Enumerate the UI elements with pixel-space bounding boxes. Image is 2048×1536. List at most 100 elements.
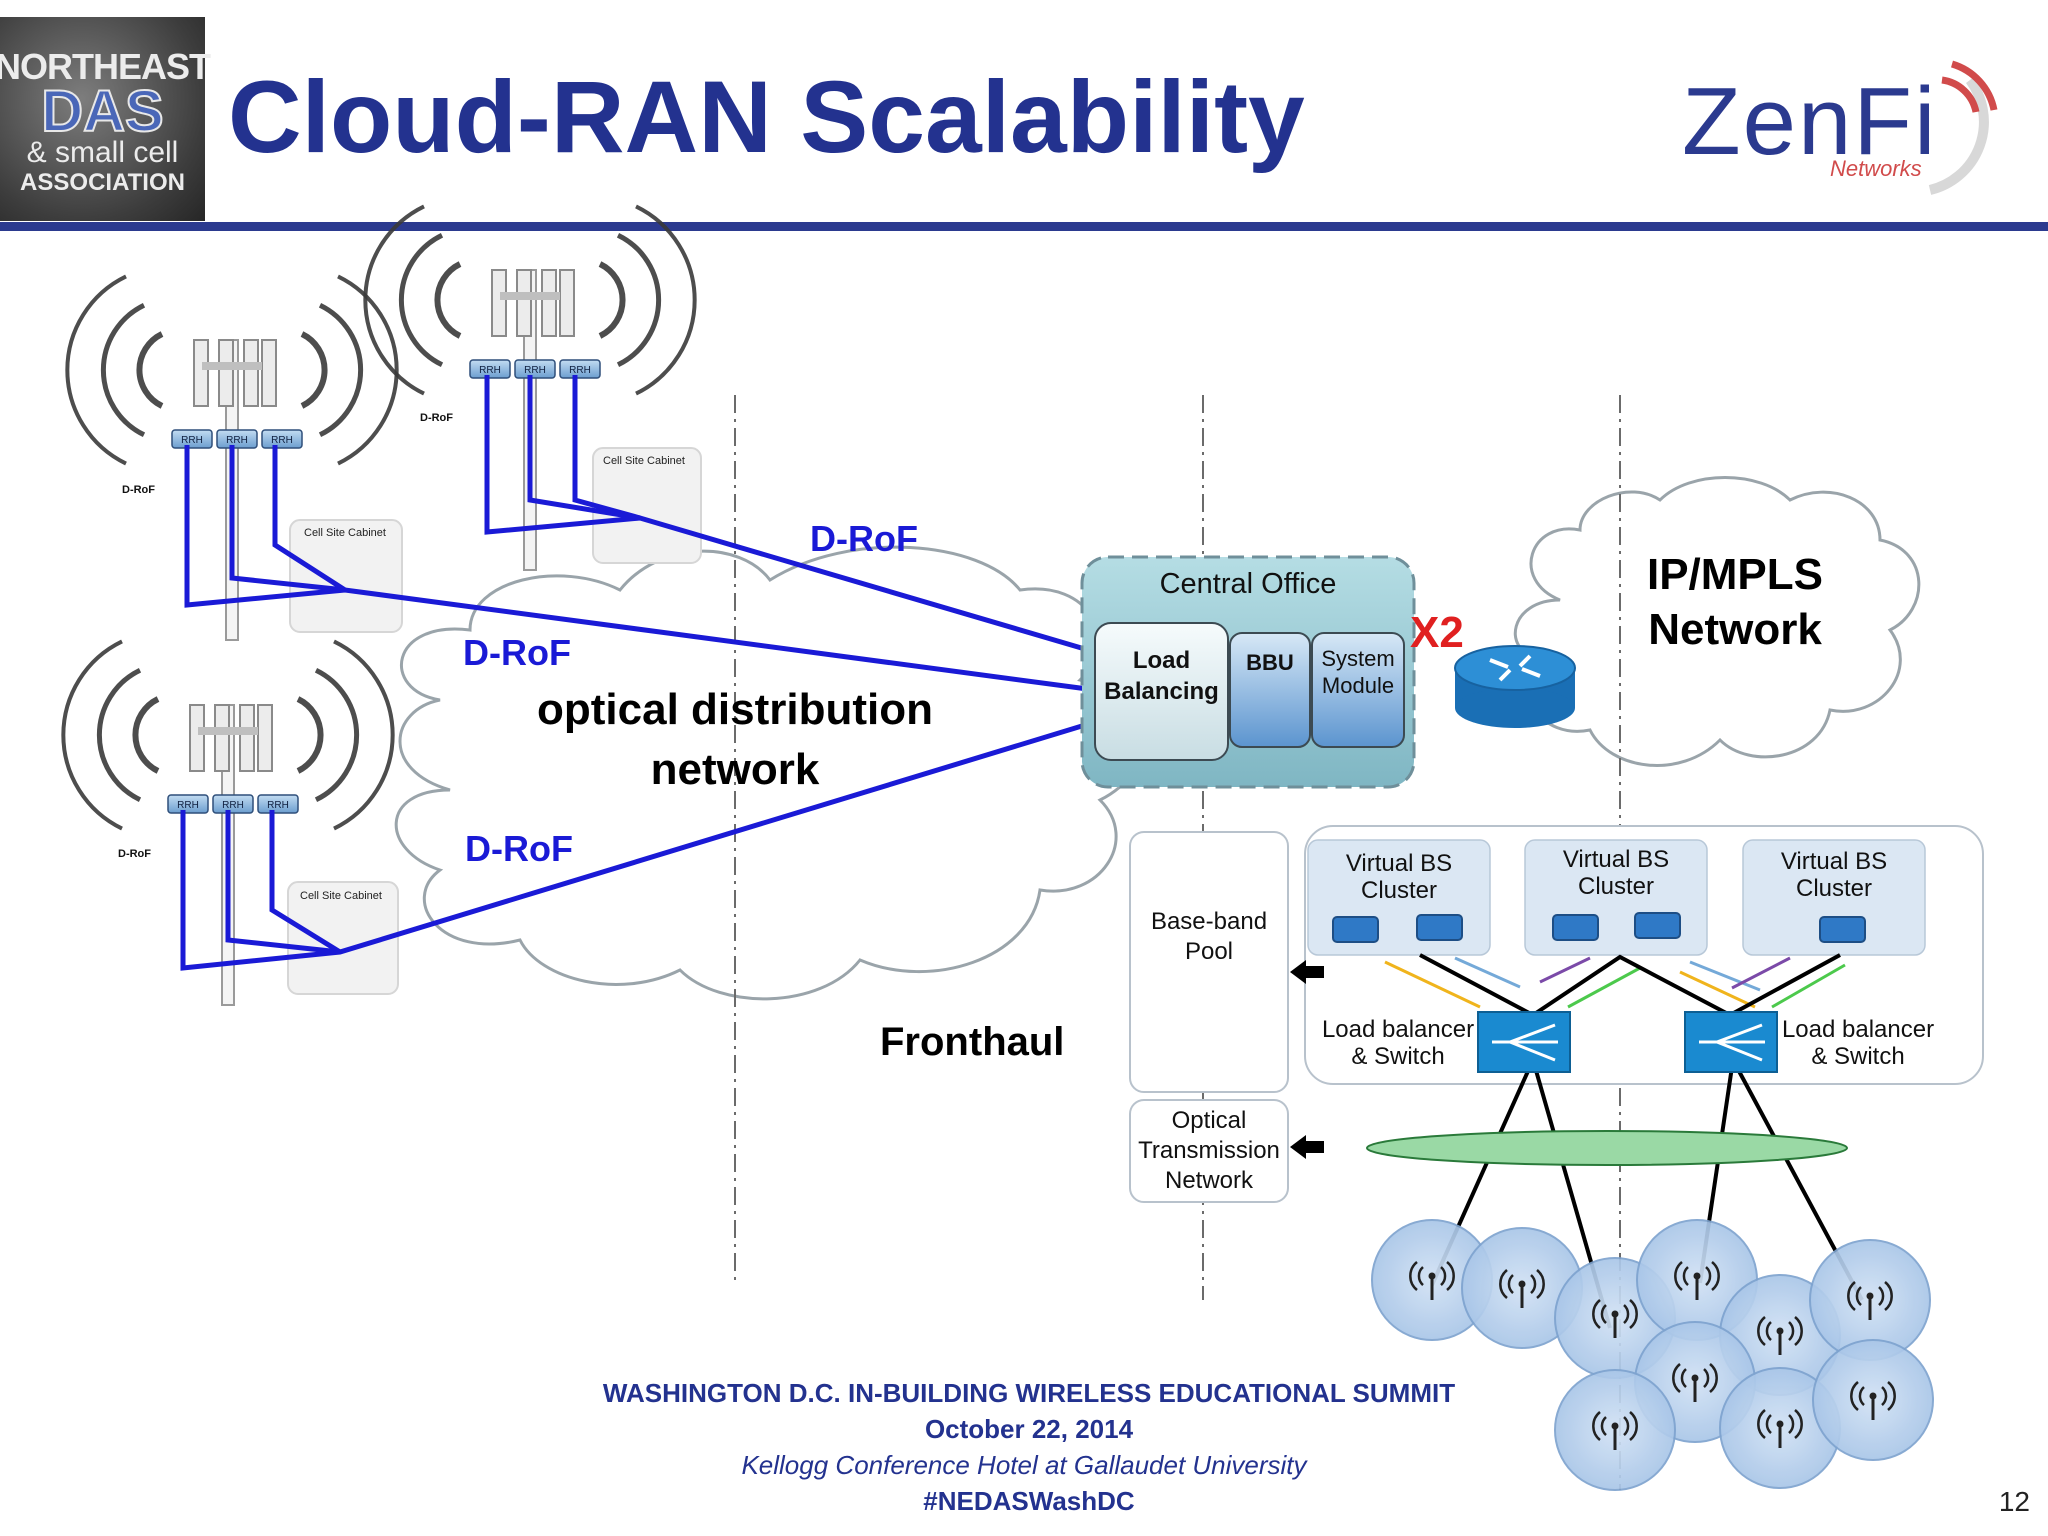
optical-tx-label-3: Network — [1164, 1167, 1254, 1194]
radio-wave-icon — [616, 232, 662, 368]
radio-wave-icon — [132, 696, 160, 774]
antenna-panel — [218, 339, 234, 407]
footer-venue: Kellogg Conference Hotel at Gallaudet Un… — [741, 1450, 1307, 1480]
drof-link — [180, 719, 1096, 971]
rrh-label: RRH — [222, 800, 244, 811]
antenna-icon — [1674, 1261, 1720, 1300]
antenna-panel — [189, 704, 205, 772]
drof-link — [225, 810, 341, 955]
lb-switch-label-1: Load balancer — [1321, 1016, 1475, 1043]
antenna-panel — [516, 269, 532, 337]
drof-link-label: D-RoF — [810, 518, 918, 559]
antenna-icon — [1757, 1316, 1803, 1355]
header-divider — [0, 222, 2048, 231]
antenna-panel — [559, 269, 575, 337]
antenna-panel — [257, 704, 273, 772]
drof-link — [269, 810, 342, 955]
optical-transmission-box — [1129, 1099, 1289, 1203]
radio-wave-icon — [598, 261, 626, 339]
vbs-label-2: Cluster — [1795, 875, 1873, 902]
antenna-icon — [1499, 1269, 1545, 1308]
nedas-logo: NORTHEAST DAS & small cell ASSOCIATION — [0, 17, 211, 221]
fronthaul-label: Fronthaul — [880, 1020, 1065, 1064]
antenna-panel — [541, 269, 557, 337]
antenna-panel — [243, 339, 259, 407]
rrh-label: RRH — [267, 800, 289, 811]
server-icons — [1332, 912, 1866, 943]
antenna-panel — [261, 339, 277, 407]
cabinet-label: Cell Site Cabinet — [300, 890, 382, 902]
page-number: 12 — [1998, 1486, 2030, 1517]
footer-hashtag: #NEDASWashDC — [923, 1486, 1135, 1516]
vbs-label-1: Virtual BS — [1562, 846, 1670, 873]
system-module-label-2: Module — [1321, 673, 1395, 698]
footer: WASHINGTON D.C. IN-BUILDING WIRELESS EDU… — [0, 1375, 2048, 1519]
system-module-label-1: System — [1321, 646, 1395, 671]
lb-switch-label-2: & Switch — [1351, 1043, 1445, 1070]
drof-link — [272, 445, 347, 593]
cloud-label-line2: network — [650, 745, 820, 794]
small-cells-group — [1371, 1219, 1934, 1491]
lb-switch-label-2: & Switch — [1811, 1043, 1905, 1070]
footer-event: WASHINGTON D.C. IN-BUILDING WIRELESS EDU… — [602, 1378, 1456, 1408]
rrh-unit — [167, 794, 209, 814]
antenna-panel — [214, 704, 230, 772]
antenna-icon — [1592, 1411, 1638, 1450]
zenfi-logo: ZenFi Networks — [1680, 50, 2010, 200]
antenna-icon — [1672, 1363, 1718, 1402]
antenna-panel — [491, 269, 507, 337]
arrow-left-icon — [1290, 1135, 1324, 1159]
optical-network-ellipse — [1366, 1130, 1848, 1166]
optical-tx-label-1: Optical — [1171, 1107, 1247, 1134]
antenna-panel — [193, 339, 209, 407]
rrh-unit — [261, 429, 303, 449]
optical-distribution-cloud — [394, 545, 1145, 1001]
radio-wave-icon — [300, 331, 328, 409]
rrh-unit — [216, 429, 258, 449]
drof-link — [484, 375, 1096, 655]
antenna-panel — [239, 704, 255, 772]
rrh-unit — [514, 359, 556, 379]
logo-line-small-cell: & small cell — [26, 136, 179, 169]
switch-icon — [1684, 1011, 1778, 1073]
antenna-icon — [1409, 1261, 1455, 1300]
drof-link-label: D-RoF — [465, 828, 573, 869]
logo-line-das: DAS — [40, 79, 164, 144]
antenna-icon — [1847, 1281, 1893, 1320]
optical-tx-label-2: Transmission — [1138, 1137, 1280, 1164]
zenfi-sub: Networks — [1830, 156, 1922, 181]
cabinet-label: Cell Site Cabinet — [304, 527, 386, 539]
arrow-left-icon — [1290, 960, 1324, 984]
system-module-block — [1311, 632, 1405, 748]
cloud-label-line1: optical distribution — [537, 685, 933, 734]
rrh-unit — [469, 359, 511, 379]
server-icon — [1819, 916, 1866, 943]
server-icon — [1332, 916, 1379, 943]
radio-wave-icon — [434, 261, 462, 339]
vbs-label-1: Virtual BS — [1780, 848, 1888, 875]
radio-wave-icon — [100, 302, 146, 438]
antenna-crossbar — [500, 292, 560, 300]
drof-link — [527, 375, 641, 521]
radio-wave-icon — [296, 696, 324, 774]
radio-wave-icon — [314, 667, 360, 803]
drof-link — [572, 375, 641, 521]
drof-links — [180, 375, 1096, 971]
radio-wave-icon — [96, 667, 142, 803]
antenna-crossbar — [198, 727, 258, 735]
cabinet-label: Cell Site Cabinet — [603, 455, 685, 467]
cell-site-cabinet — [287, 881, 399, 995]
server-icon — [1634, 912, 1681, 939]
ipmpls-label-1: IP/MPLS — [1646, 550, 1824, 599]
central-office-title: Central Office — [1159, 568, 1337, 600]
antenna-icon — [1757, 1409, 1803, 1448]
rrh-unit — [171, 429, 213, 449]
rrh-label: RRH — [226, 435, 248, 446]
rrh-label: RRH — [271, 435, 293, 446]
cell-site-cabinet — [289, 519, 403, 633]
radio-wave-icon — [398, 232, 444, 368]
vbs-label-2: Cluster — [1577, 873, 1655, 900]
ipmpls-label-2: Network — [1648, 605, 1822, 654]
radio-wave-icon — [318, 302, 364, 438]
